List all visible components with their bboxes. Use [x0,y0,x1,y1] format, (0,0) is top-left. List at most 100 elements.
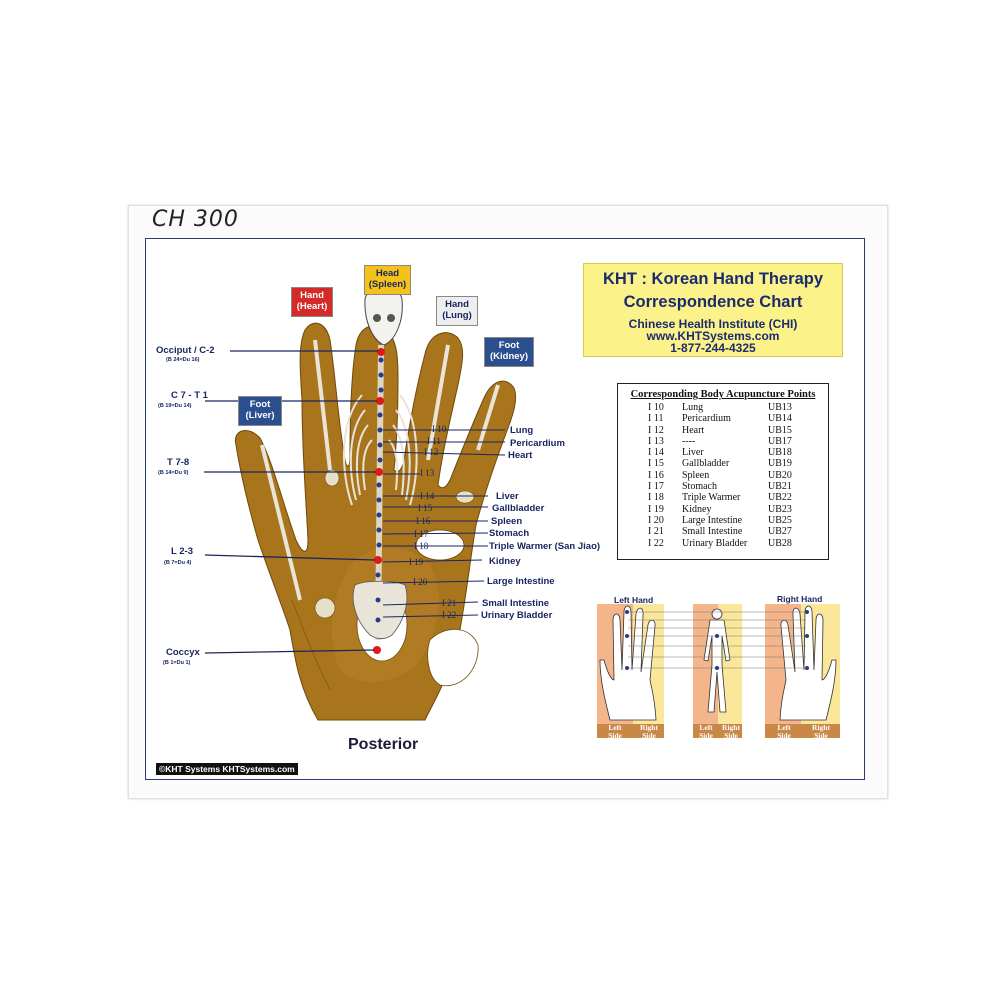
acupuncture-table: Corresponding Body Acupuncture Points I … [617,383,829,560]
point-code-i19: I 19 [409,557,424,567]
tag-head-spleen: Head (Spleen) [364,265,411,295]
point-organ-gallbladder: Gallbladder [492,503,545,514]
point-organ-triple-warmer: Triple Warmer (San Jiao) [489,541,601,552]
table-cell-code: I 20 [648,514,664,526]
right-leader-lines [382,429,506,618]
table-row: I 20 Large Intestine UB25 [648,515,792,526]
table-row: I 13----UB17 [648,436,792,447]
table-cell-code: I 10 [648,402,664,413]
point-code-i12: I 12 [424,447,439,457]
table-cell-organ: Liver [682,447,704,459]
table-cell-code: I 12 [648,424,664,436]
table-cell-ub: UB13 [768,402,792,413]
label-coccyx: Coccyx [166,647,200,658]
left-leader-lines [204,350,378,654]
tag-foot-kidney-line1: Foot [498,340,520,351]
tag-foot-liver-line2: (Liver) [245,410,275,421]
tag-head-spleen-line1: Head [375,268,400,279]
tag-hand-heart-line2: (Heart) [296,301,328,312]
tag-foot-liver: Foot (Liver) [238,396,282,426]
table-cell-organ: Small Intestine [682,526,743,538]
label-coccyx-sub: (B 1=Du 1) [163,660,191,666]
hand-shape [234,322,517,721]
table-cell-ub: UB27 [768,526,792,538]
table-cell-organ: ---- [682,435,696,447]
table-cell-organ: Kidney [682,503,712,515]
label-t7-sub: (B 14=Du 9) [158,470,189,476]
table-cell-code: I 19 [648,503,664,515]
table-cell-organ: Lung [682,402,704,413]
table-cell-ub: UB21 [768,481,792,493]
mini-right-hand [779,605,837,721]
table-cell-organ: Large Intestine [682,514,743,526]
table-cell-ub: UB25 [768,514,792,526]
tag-hand-heart-line1: Hand [300,290,324,301]
point-code-i15: I 15 [418,503,433,513]
table-cell-organ: Urinary Bladder [682,537,748,549]
table-row: I 14 Liver UB18 [648,447,792,458]
point-code-i17: I 17 [414,529,429,539]
label-l2-sub: (B 7=Du 4) [164,560,192,566]
title-box: KHT : Korean Hand Therapy Correspondence… [583,263,843,357]
table-row: I 15 Gallbladder UB19 [648,458,792,469]
mini-right-side-1: Right Side [640,723,658,740]
title-line2: Correspondence Chart [623,293,803,311]
table-cell-ub: UB19 [768,458,792,470]
point-organ-liver: Liver [496,491,519,502]
table-cell-organ: Gallbladder [682,458,730,470]
mini-left-side-1: Left Side [608,723,622,740]
mini-left-hand-label: Left Hand [614,595,654,605]
title-url: www.KHTSystems.com [646,329,780,343]
point-code-i20: I 20 [413,577,428,587]
table-cell-code: I 13 [648,435,664,447]
table-cell-code: I 15 [648,458,664,470]
tag-hand-lung-line2: (Lung) [442,310,472,321]
point-organ-stomach: Stomach [489,528,530,539]
table-cell-code: I 17 [648,481,664,493]
table-cell-ub: UB14 [768,413,792,425]
point-code-i10: I 10 [432,424,447,434]
label-l2: L 2-3 [171,546,194,557]
point-code-i11: I 11 [427,436,441,446]
point-code-i14: I 14 [420,491,435,501]
table-cell-code: I 18 [648,492,664,504]
point-organ-kidney: Kidney [489,556,521,567]
tag-foot-liver-line1: Foot [249,399,271,410]
copyright: ©KHT Systems KHTSystems.com [156,763,298,775]
table-cell-ub: UB20 [768,469,792,481]
label-c7-sub: (B 19=Du 14) [158,403,192,409]
label-occiput: Occiput / C-2 [156,345,215,356]
table-cell-ub: UB15 [768,424,792,436]
mini-left-hand [599,605,657,721]
tag-hand-lung-line1: Hand [445,299,469,310]
table-cell-ub: UB18 [768,447,792,459]
point-organ-urinary-bladder: Urinary Bladder [481,610,553,621]
point-code-i21: I 21 [442,598,457,608]
table-cell-ub: UB28 [768,537,792,549]
table-cell-ub: UB23 [768,503,792,515]
mini-left-side-3: Left Side [777,723,791,740]
label-c7: C 7 - T 1 [171,390,208,401]
title-phone: 1-877-244-4325 [670,341,756,355]
point-organ-spleen: Spleen [491,516,523,527]
key-points [373,348,385,654]
point-code-i16: I 16 [416,516,431,526]
table-cell-code: I 16 [648,469,664,481]
table-cell-organ: Heart [682,424,705,436]
table-cell-code: I 14 [648,447,664,459]
table-cell-ub: UB22 [768,492,792,504]
table-row: I 12 Heart UB15 [648,425,792,436]
table-cell-organ: Pericardium [682,413,731,425]
mini-right-side-3: Right Side [812,723,830,740]
mini-left-side-2: Left Side [699,723,713,740]
tag-hand-heart: Hand (Heart) [291,287,333,317]
label-occiput-sub: (B 24=Du 16) [166,357,200,363]
vertebra-dots [375,357,384,623]
tag-foot-kidney: Foot (Kidney) [484,337,534,367]
